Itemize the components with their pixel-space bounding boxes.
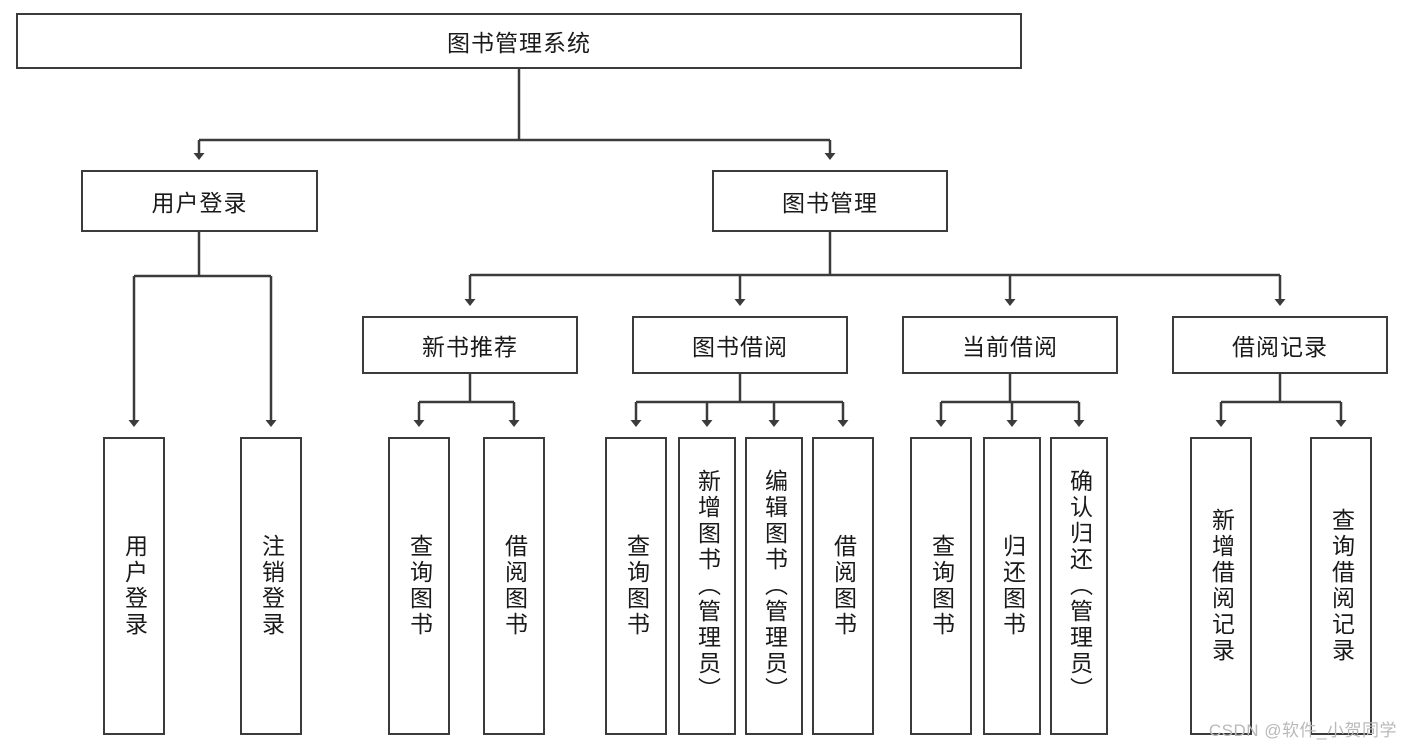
node-user-login[interactable]: 用户登录 bbox=[81, 170, 318, 232]
node-label: 确认归还（管理员） bbox=[1066, 469, 1093, 703]
node-label: 编辑图书（管理员） bbox=[761, 469, 788, 703]
node-book-manage[interactable]: 图书管理 bbox=[712, 170, 948, 232]
node-leaf-add-book-admin[interactable]: 新增图书（管理员） bbox=[678, 437, 736, 735]
node-label: 新书推荐 bbox=[422, 334, 518, 360]
node-leaf-logout[interactable]: 注销登录 bbox=[240, 437, 302, 735]
csdn-watermark: CSDN @软件_小贺同学 bbox=[1208, 721, 1397, 740]
node-label: 图书管理 bbox=[782, 190, 878, 216]
node-new-book-recommend[interactable]: 新书推荐 bbox=[362, 316, 578, 374]
node-leaf-query-borrow-record[interactable]: 查询借阅记录 bbox=[1310, 437, 1372, 735]
node-label: 图书管理系统 bbox=[447, 30, 591, 56]
node-leaf-add-borrow-record[interactable]: 新增借阅记录 bbox=[1190, 437, 1252, 735]
node-leaf-edit-book-admin[interactable]: 编辑图书（管理员） bbox=[745, 437, 803, 735]
node-leaf-query-book-borrow[interactable]: 查询图书 bbox=[605, 437, 667, 735]
node-label: 查询借阅记录 bbox=[1328, 508, 1355, 664]
node-leaf-return-book[interactable]: 归还图书 bbox=[983, 437, 1041, 735]
node-leaf-confirm-return-admin[interactable]: 确认归还（管理员） bbox=[1050, 437, 1108, 735]
node-label: 归还图书 bbox=[999, 534, 1026, 638]
node-current-borrow[interactable]: 当前借阅 bbox=[902, 316, 1118, 374]
node-label: 用户登录 bbox=[121, 534, 148, 638]
node-borrow-record[interactable]: 借阅记录 bbox=[1172, 316, 1388, 374]
node-leaf-borrow-book-rec[interactable]: 借阅图书 bbox=[483, 437, 545, 735]
node-leaf-borrow-book[interactable]: 借阅图书 bbox=[812, 437, 874, 735]
node-label: 新增借阅记录 bbox=[1208, 508, 1235, 664]
node-leaf-user-login[interactable]: 用户登录 bbox=[103, 437, 165, 735]
node-label: 借阅图书 bbox=[501, 534, 528, 638]
node-label: 用户登录 bbox=[151, 190, 248, 216]
node-book-borrow[interactable]: 图书借阅 bbox=[632, 316, 848, 374]
node-label: 图书借阅 bbox=[692, 334, 788, 360]
node-label: 注销登录 bbox=[258, 534, 285, 638]
node-label: 查询图书 bbox=[623, 534, 650, 638]
node-label: 新增图书（管理员） bbox=[694, 469, 721, 703]
node-leaf-query-book-rec[interactable]: 查询图书 bbox=[388, 437, 450, 735]
node-label: 查询图书 bbox=[406, 534, 433, 638]
node-label: 查询图书 bbox=[928, 534, 955, 638]
node-root[interactable]: 图书管理系统 bbox=[16, 13, 1022, 69]
node-label: 借阅记录 bbox=[1232, 334, 1328, 360]
node-label: 借阅图书 bbox=[830, 534, 857, 638]
node-label: 当前借阅 bbox=[962, 334, 1058, 360]
node-leaf-query-book-current[interactable]: 查询图书 bbox=[910, 437, 972, 735]
